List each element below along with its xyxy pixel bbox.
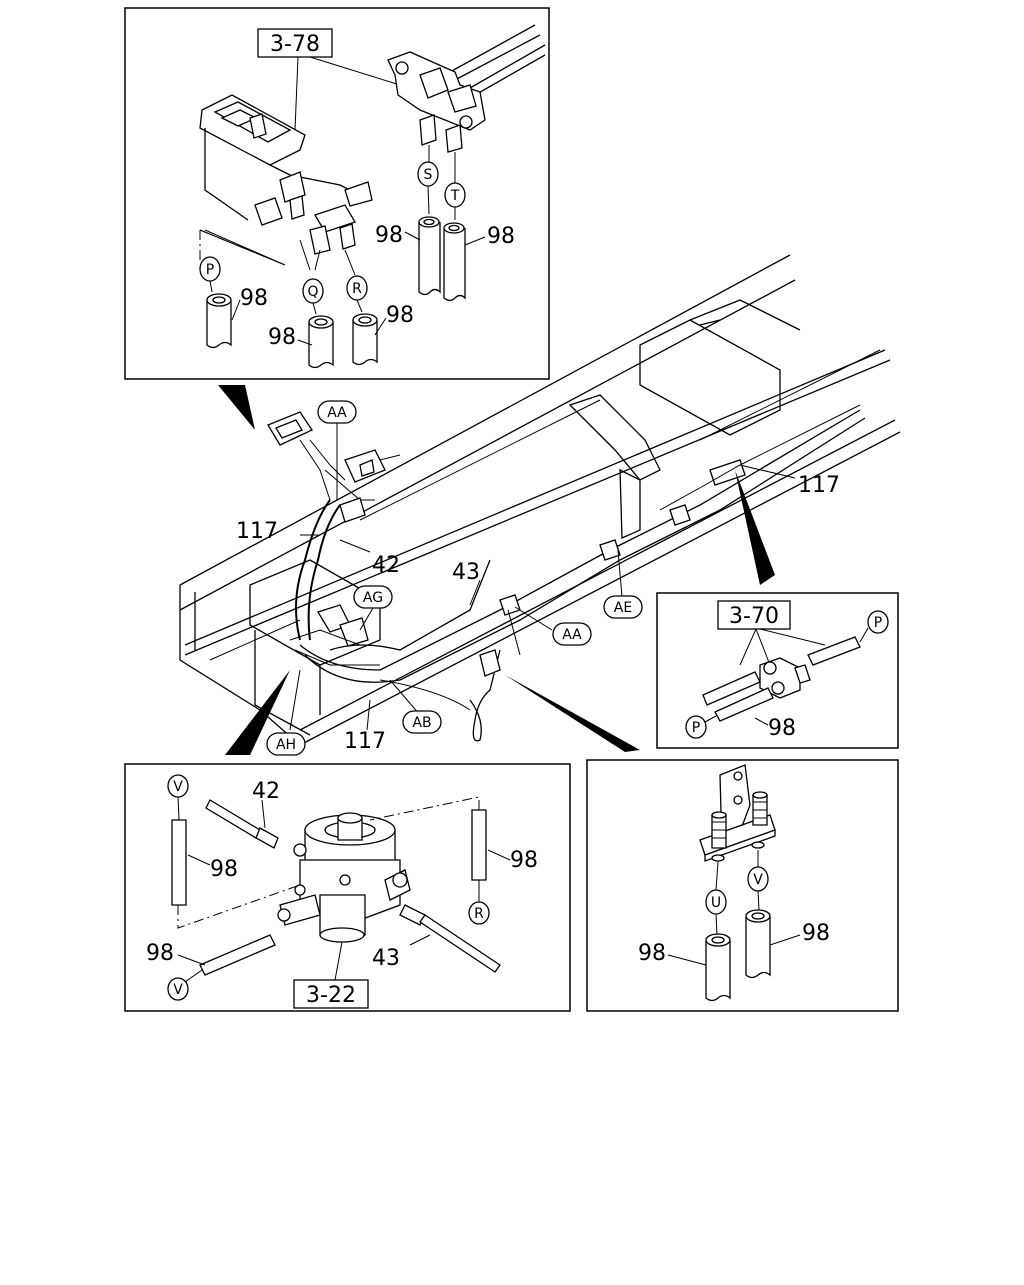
callout-ae: AE (603, 595, 643, 619)
label-98-s: 98 (375, 223, 403, 248)
connector-q: Q (302, 278, 324, 304)
callout-aa-1: AA (317, 400, 357, 424)
label-98-q: 98 (268, 325, 296, 350)
label-98-v: 98 (802, 921, 830, 946)
svg-text:R: R (352, 281, 362, 297)
label-98-bl-v2: 98 (146, 941, 174, 966)
svg-text:AA: AA (562, 627, 582, 643)
label-42-bl: 42 (252, 779, 280, 804)
connector-t: T (444, 182, 466, 208)
pointer-wedges (218, 385, 775, 755)
main-labels: AA 117 42 43 AG AA AE 117 AB 117 AH (236, 400, 840, 756)
panel-bottom-left: V R V 3-22 42 98 98 98 43 (124, 763, 571, 1012)
ref-box-3-78: 3-78 (257, 28, 333, 58)
connector-v-br: V (747, 866, 769, 892)
hoses-tl (206, 216, 466, 369)
ref-box-3-22: 3-22 (293, 979, 369, 1009)
main-leaders (289, 422, 796, 731)
label-43-main: 43 (452, 560, 480, 585)
label-117-a: 117 (236, 519, 278, 544)
connector-v-bl-1: V (167, 774, 189, 798)
panel-bottom-right: U V 98 98 (586, 759, 899, 1012)
svg-text:AE: AE (614, 600, 632, 616)
label-42-main: 42 (372, 553, 400, 578)
svg-text:3-22: 3-22 (306, 983, 356, 1008)
svg-text:3-78: 3-78 (270, 32, 320, 57)
svg-text:AB: AB (412, 715, 431, 731)
label-98-p: 98 (240, 286, 268, 311)
label-98-u: 98 (638, 941, 666, 966)
label-98-r: 98 (386, 303, 414, 328)
panel-top-left: 3-78 (124, 7, 550, 380)
callout-aa-2: AA (552, 622, 592, 646)
label-43-bl: 43 (372, 946, 400, 971)
svg-text:P: P (874, 615, 882, 631)
svg-text:Q: Q (307, 284, 318, 300)
label-98-t: 98 (487, 224, 515, 249)
label-117-c: 117 (344, 729, 386, 754)
svg-text:S: S (424, 167, 433, 183)
vehicle-frame (179, 254, 901, 746)
ref-box-3-70: 3-70 (717, 600, 791, 630)
svg-text:AH: AH (276, 737, 296, 753)
svg-text:V: V (173, 982, 183, 998)
panel-mid-right: 3-70 P P 98 (656, 592, 899, 749)
connector-u: U (705, 889, 727, 915)
brake-lines-main (267, 404, 866, 742)
svg-text:V: V (173, 779, 183, 795)
connector-s: S (417, 161, 439, 187)
label-98-bl-v: 98 (210, 857, 238, 882)
callout-ag: AG (353, 585, 393, 609)
svg-text:V: V (753, 872, 763, 888)
svg-text:R: R (474, 906, 484, 922)
connector-p-mr-2: P (685, 715, 707, 739)
connector-p-mr-1: P (867, 610, 889, 634)
svg-text:U: U (711, 895, 721, 911)
svg-text:P: P (692, 720, 700, 736)
label-98-bl-r: 98 (510, 848, 538, 873)
hoses-br (705, 909, 771, 1002)
connector-r-bl: R (468, 901, 490, 925)
callout-ah: AH (266, 732, 306, 756)
connector-p-tl: P (199, 256, 221, 282)
label-117-b: 117 (798, 473, 840, 498)
svg-text:3-70: 3-70 (729, 604, 779, 629)
connector-r-tl: R (346, 275, 368, 301)
svg-text:P: P (206, 262, 214, 278)
svg-text:AA: AA (327, 405, 347, 421)
connector-v-bl-2: V (167, 977, 189, 1001)
label-98-mr: 98 (768, 716, 796, 741)
svg-text:T: T (450, 188, 460, 204)
callout-ab: AB (402, 710, 442, 734)
svg-text:AG: AG (363, 590, 383, 606)
